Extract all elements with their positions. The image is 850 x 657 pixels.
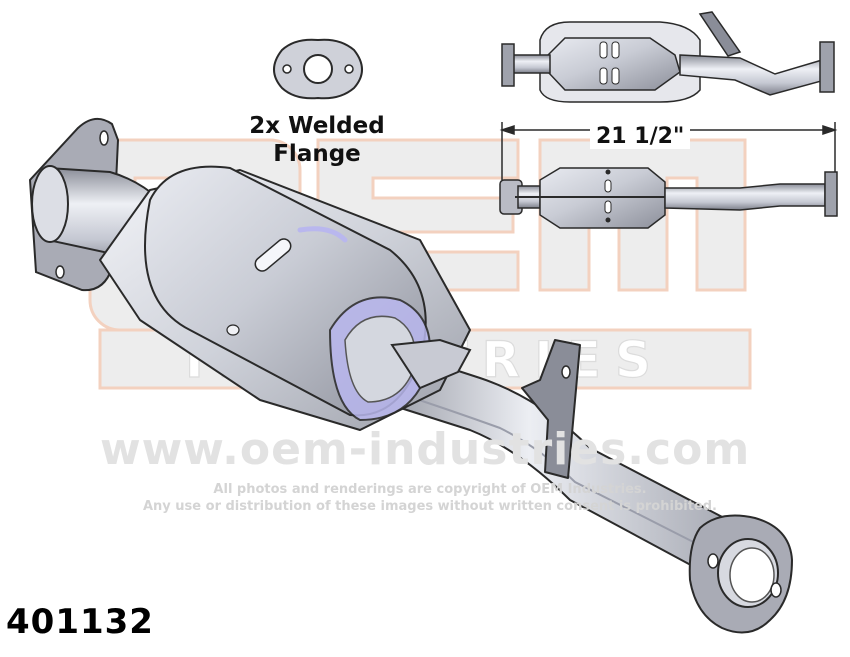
outlet-cone	[390, 338, 472, 390]
gasket-icon	[273, 38, 363, 100]
body-slot	[254, 238, 292, 272]
outlet-flange	[688, 514, 794, 634]
watermark-notice-line1: All photos and renderings are copyright …	[213, 482, 647, 497]
top-view-diagram	[501, 11, 835, 103]
flange-callout-line1: 2x Welded	[249, 113, 385, 139]
catalytic-converter-main	[28, 117, 794, 634]
inlet-opening	[31, 165, 69, 243]
side-view-diagram	[499, 167, 838, 229]
flange-callout: 2x Welded Flange	[222, 112, 412, 168]
flange-callout-line2: Flange	[273, 141, 361, 167]
watermark-url: www.oem-industries.com	[100, 424, 751, 475]
part-number: 401132	[6, 602, 154, 642]
watermark-notice-line2: Any use or distribution of these images …	[142, 499, 717, 514]
body-dimple	[226, 324, 240, 336]
dimension-length-label: 21 1/2"	[590, 124, 691, 149]
